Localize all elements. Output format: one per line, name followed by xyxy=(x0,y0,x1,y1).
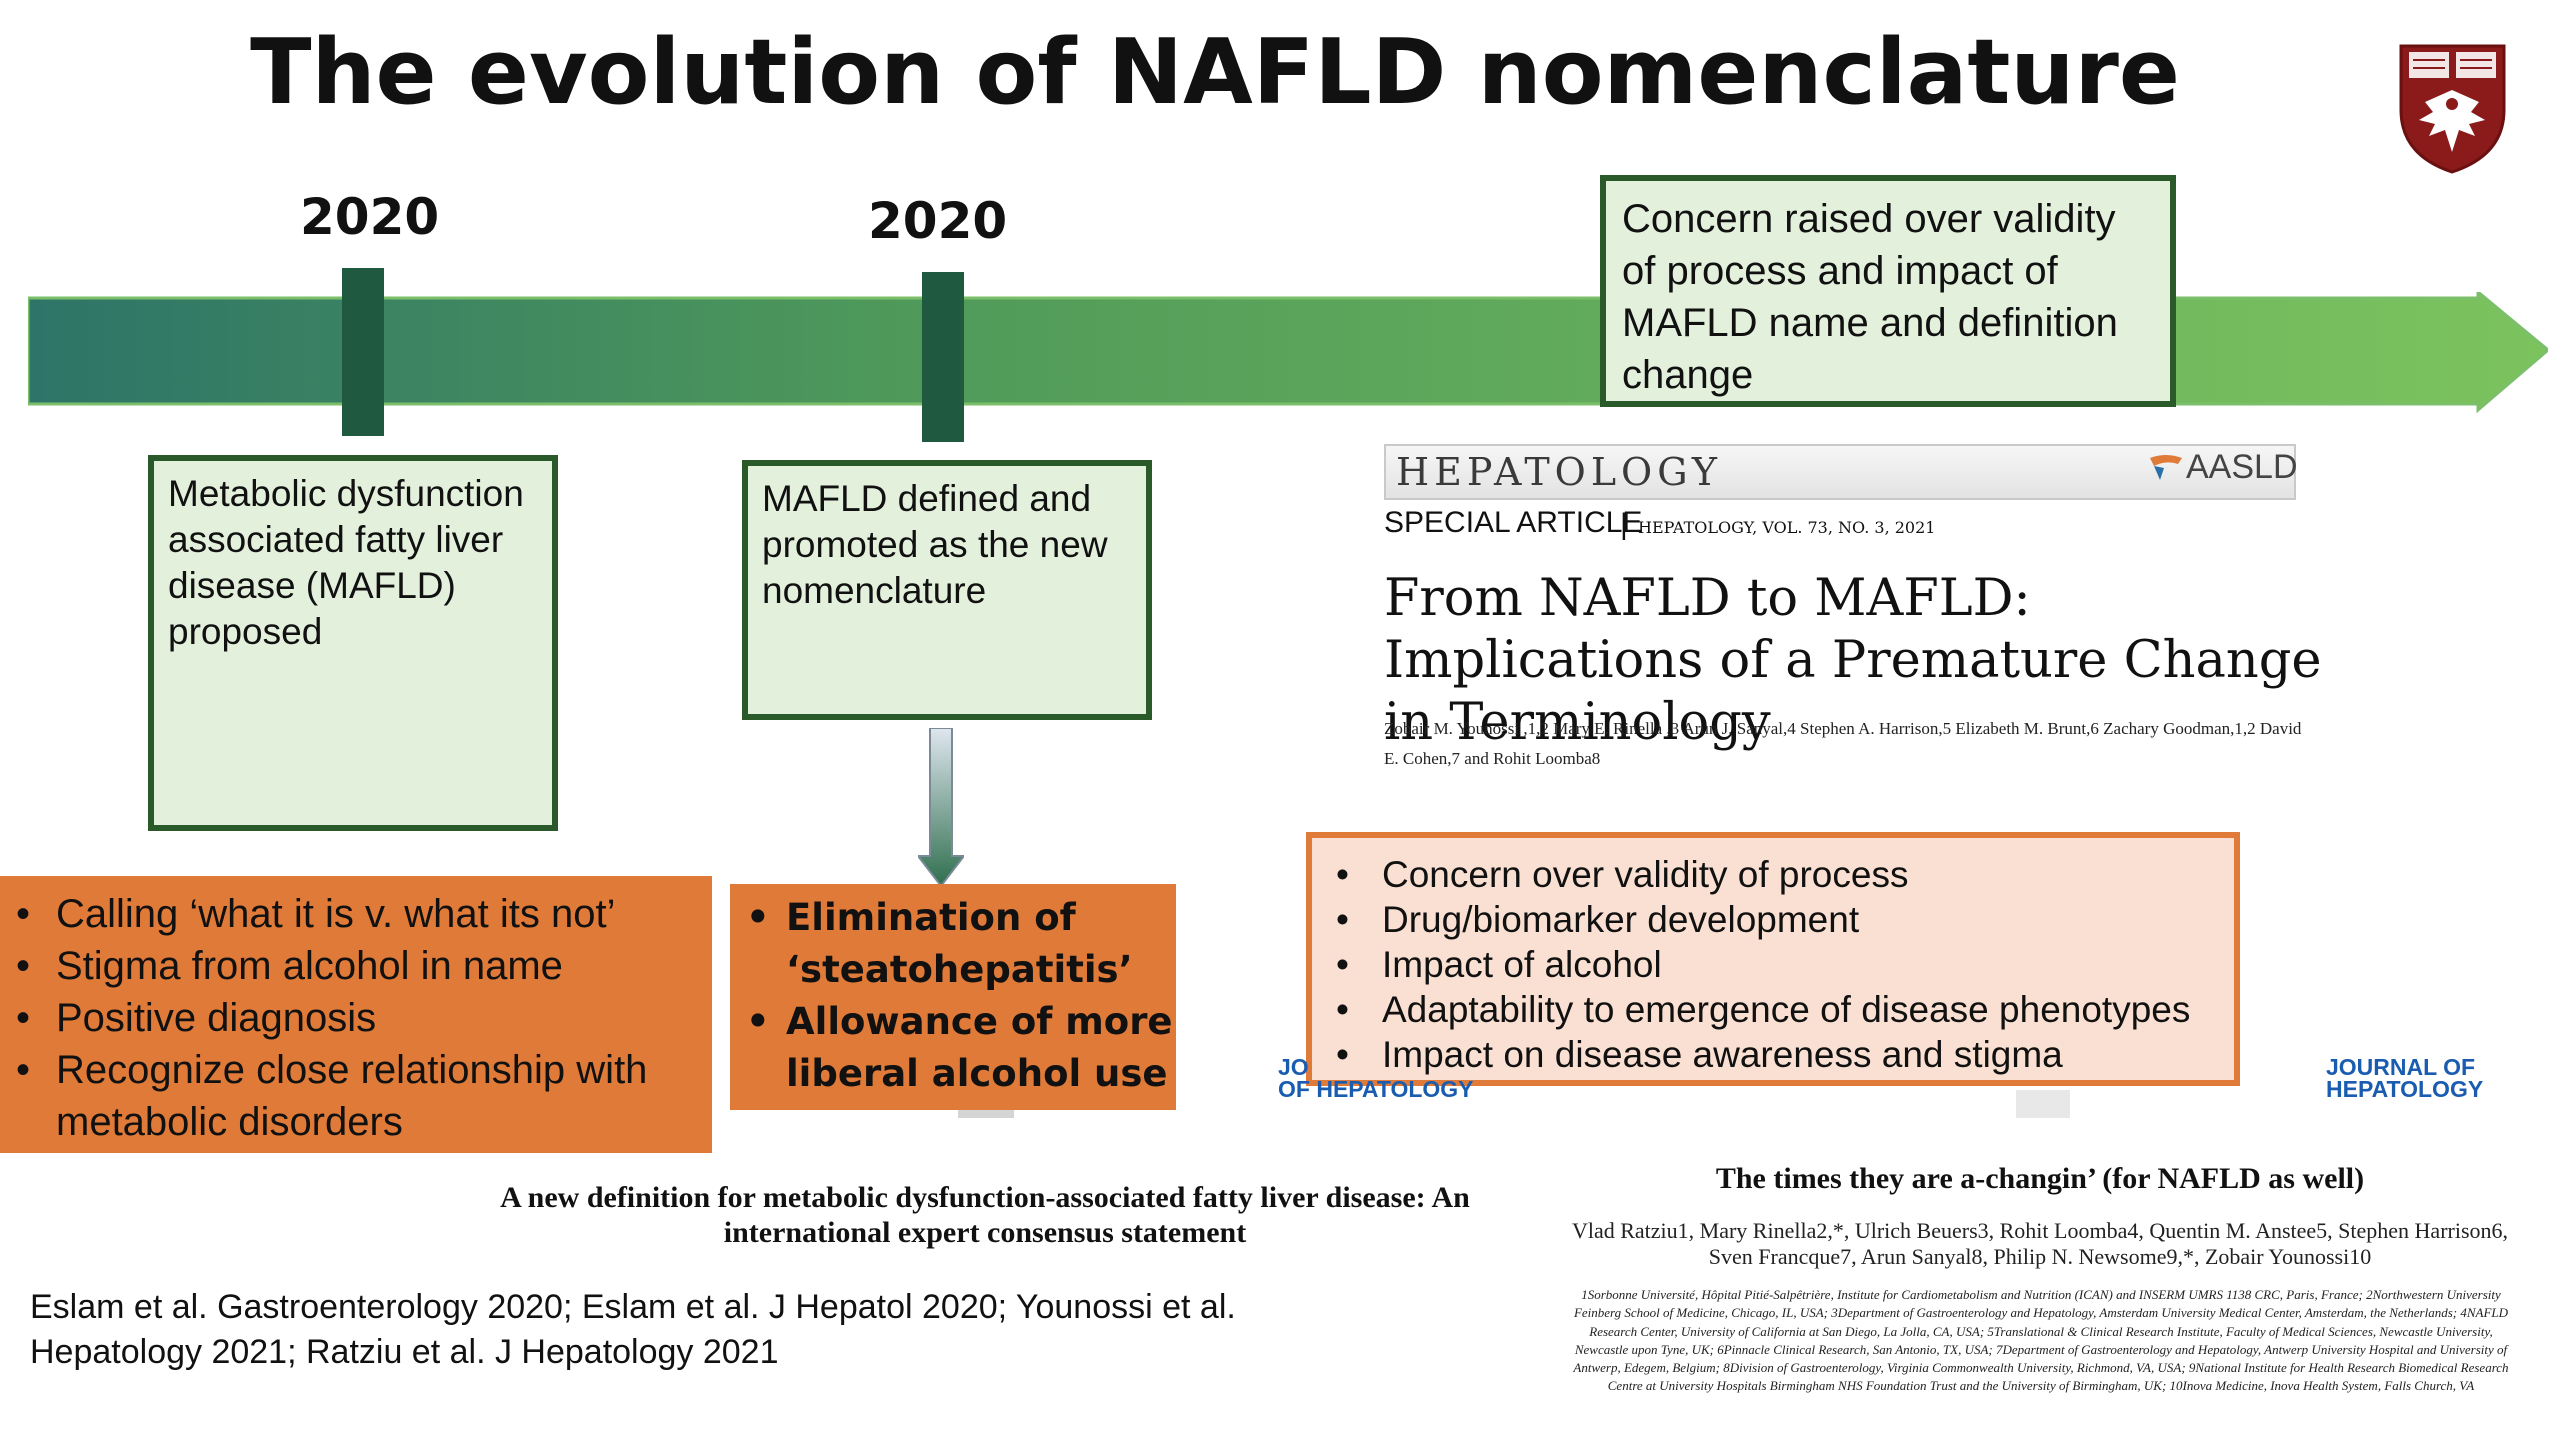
slide-title: The evolution of NAFLD nomenclature xyxy=(250,20,2180,125)
list-item: Stigma from alcohol in name xyxy=(0,940,712,992)
list-item: Recognize close relationship with metabo… xyxy=(0,1044,712,1148)
mafld-proposed-box: Metabolic dysfunction associated fatty l… xyxy=(148,455,558,831)
eslam-article-title: A new definition for metabolic dysfuncti… xyxy=(500,1181,1470,1249)
list-item: Concern over validity of process xyxy=(1312,852,2234,897)
citation-footer: Eslam et al. Gastroenterology 2020; Esla… xyxy=(30,1288,1236,1371)
aasld-logo-icon xyxy=(2150,455,2182,480)
concerns-list-box: Concern over validity of process Drug/bi… xyxy=(1306,832,2240,1086)
list-item: Allowance of more liberal alcohol use xyxy=(730,996,1176,1100)
hepatology-issue: HEPATOLOGY, VOL. 73, NO. 3, 2021 xyxy=(1638,518,1936,537)
ratziu-article-title: The times they are a-changin’ (for NAFLD… xyxy=(1715,1162,2365,1195)
list-item: Elimination of ‘steatohepatitis’ xyxy=(730,892,1176,996)
list-item: Positive diagnosis xyxy=(0,992,712,1044)
hepatology-article-authors: Zobair M. Younossi ,1,2 Mary E. Rinella … xyxy=(1384,719,2302,768)
list-item: Impact on disease awareness and stigma xyxy=(1312,1032,2234,1077)
hepatology-journal-name: HEPATOLOGY xyxy=(1396,450,1722,494)
aasld-logo-text: AASLD xyxy=(2186,448,2298,486)
check-for-updates-badge xyxy=(2016,1090,2070,1118)
list-item: Drug/biomarker development xyxy=(1312,897,2234,942)
ratziu-article-affiliations: 1Sorbonne Université, Hôpital Pitié-Salp… xyxy=(1573,1287,2509,1394)
journal-of-hepatology-logo: JOURNAL OF HEPATOLOGY xyxy=(2326,1054,2484,1102)
mafld-defined-box: MAFLD defined and promoted as the new no… xyxy=(742,460,1152,720)
article-type-separator: | xyxy=(1620,508,1628,541)
down-arrow xyxy=(918,728,964,888)
ratziu-article-authors: Vlad Ratziu1, Mary Rinella2,*, Ulrich Be… xyxy=(1571,1218,2509,1269)
list-item: Impact of alcohol xyxy=(1312,942,2234,987)
timeline-tick-1 xyxy=(342,268,384,436)
mafld-rationale-box: Calling ‘what it is v. what its not’ Sti… xyxy=(0,876,712,1153)
hepatology-article-title: From NAFLD to MAFLD: Implications of a P… xyxy=(1384,569,2322,752)
concern-raised-box: Concern raised over validity of process … xyxy=(1600,175,2176,407)
timeline-year-1: 2020 xyxy=(300,188,440,246)
timeline-tick-2 xyxy=(922,272,964,442)
journal-of-hepatology-logo-partial: JO OF HEPATOLOGY xyxy=(1278,1054,1474,1102)
divider xyxy=(958,1110,1014,1118)
mafld-changes-box: Elimination of ‘steatohepatitis’ Allowan… xyxy=(730,884,1176,1110)
timeline-year-2: 2020 xyxy=(868,192,1008,250)
university-crest-logo xyxy=(2399,44,2506,174)
hepatology-banner xyxy=(1384,444,2296,500)
list-item: Adaptability to emergence of disease phe… xyxy=(1312,987,2234,1032)
article-type: SPECIAL ARTICLE xyxy=(1384,506,1643,539)
list-item: Calling ‘what it is v. what its not’ xyxy=(0,888,712,940)
